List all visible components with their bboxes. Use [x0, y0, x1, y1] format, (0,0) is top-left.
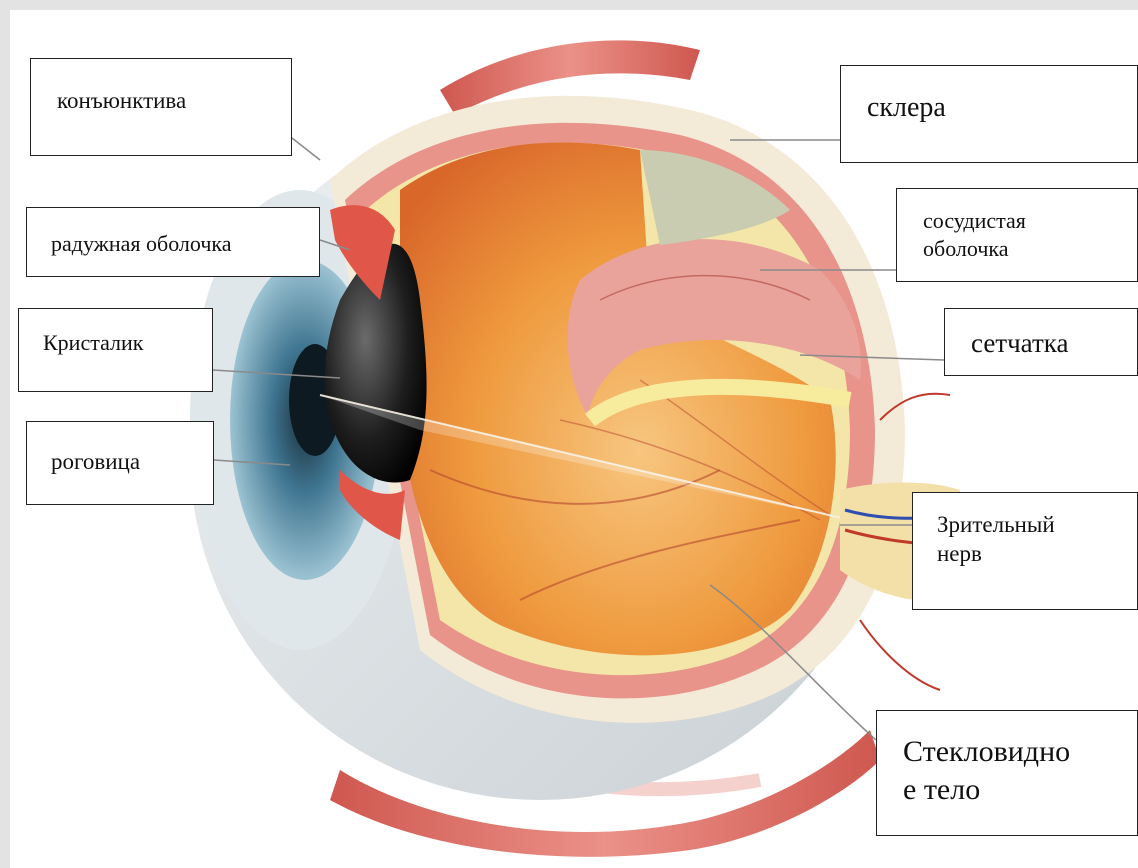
label-vitreous-body-text: Стекловидно е тело	[903, 733, 1137, 808]
label-conjunctiva: конъюнктива	[30, 58, 292, 156]
label-sclera-text: склера	[867, 90, 1137, 125]
label-choroid: сосудистая оболочка	[896, 188, 1138, 282]
label-retina: сетчатка	[944, 308, 1138, 376]
label-optic-nerve-text: Зрительный нерв	[937, 511, 1137, 569]
label-iris: радужная оболочка	[26, 207, 320, 277]
label-retina-text: сетчатка	[971, 327, 1137, 361]
label-cornea-text: роговица	[51, 448, 213, 477]
label-choroid-text: сосудистая оболочка	[923, 207, 1137, 262]
label-lens-text: Кристалик	[43, 329, 212, 357]
label-lens: Кристалик	[18, 308, 213, 392]
label-optic-nerve: Зрительный нерв	[912, 492, 1138, 610]
label-cornea: роговица	[26, 421, 214, 505]
label-conjunctiva-text: конъюнктива	[57, 87, 291, 116]
label-iris-text: радужная оболочка	[51, 230, 319, 258]
label-vitreous-body: Стекловидно е тело	[876, 710, 1138, 836]
label-sclera: склера	[840, 65, 1138, 163]
